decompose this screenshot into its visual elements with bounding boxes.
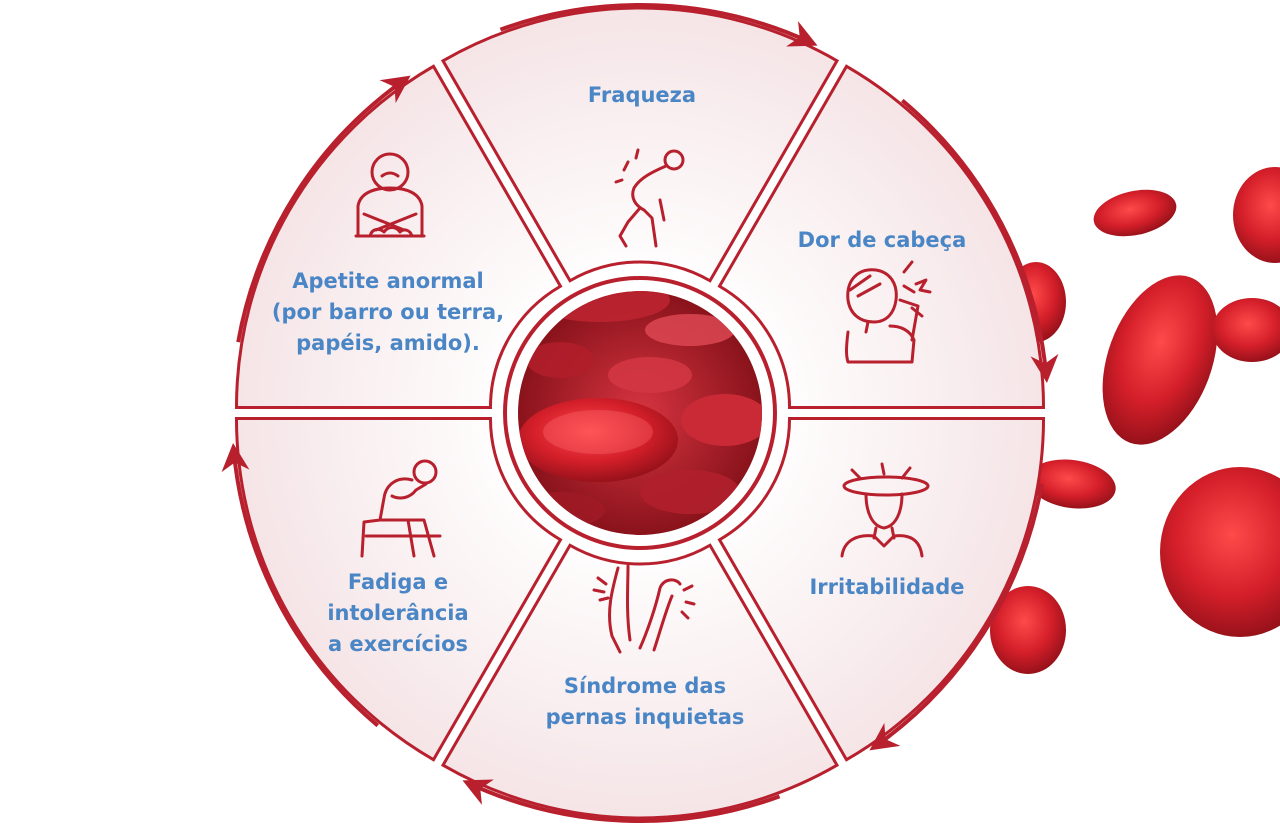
- cycle-arrows: [221, 3, 1059, 823]
- cycle-arrow: [236, 75, 411, 343]
- cycle-arrow: [869, 483, 1044, 751]
- blood-cells-decoration: [990, 167, 1280, 674]
- symptom-label-fraqueza: Fraqueza: [587, 83, 697, 107]
- weak-person-icon: [614, 148, 685, 248]
- cycle-arrow: [499, 3, 818, 47]
- restless-legs-icon: [592, 564, 696, 654]
- cycle-arrow: [900, 98, 1059, 384]
- irritated-person-icon: [840, 462, 930, 558]
- headache-icon: [845, 260, 932, 364]
- cycle-arrow: [462, 779, 781, 823]
- symptom-label-dor-de-cabeca: Dor de cabeça: [797, 228, 967, 252]
- symptom-label-irritabilidade: Irritabilidade: [809, 575, 965, 599]
- symptom-label-apetite-anormal: Apetite anormal (por barro ou terra, pap…: [271, 269, 505, 355]
- cycle-arrow: [221, 442, 380, 728]
- center-blood-cells-image: [503, 276, 777, 550]
- abnormal-appetite-icon: [354, 152, 426, 238]
- tired-seated-person-icon: [360, 459, 442, 558]
- symptom-label-sindrome-pernas-inquietas: Síndrome das pernas inquietas: [545, 674, 745, 729]
- symptom-label-fadiga: Fadiga e intolerância a exercícios: [327, 570, 469, 656]
